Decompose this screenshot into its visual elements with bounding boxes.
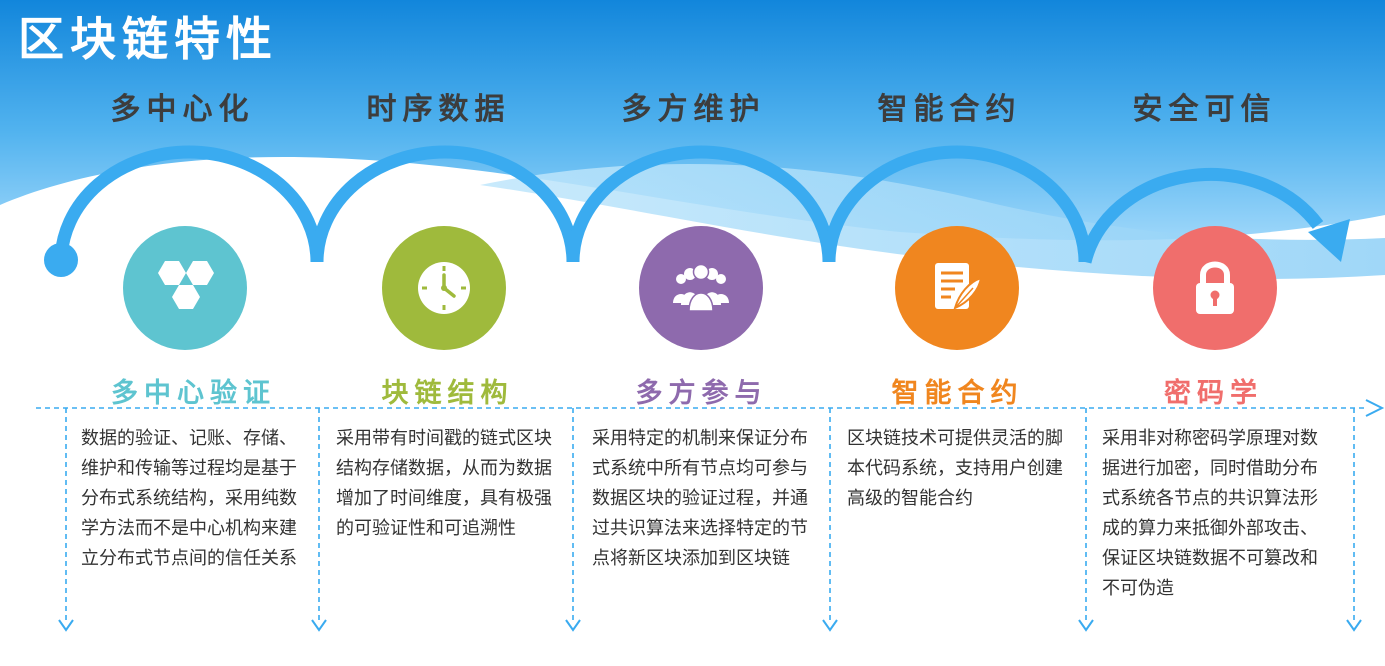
timeline-arc-1 [54, 145, 324, 263]
baseline-arrow-icon [1365, 399, 1385, 417]
header-wave-highlight [0, 167, 330, 235]
people-group-icon [673, 263, 729, 312]
timeline-arc-5 [1078, 167, 1324, 264]
feature-label-3: 多方维护 [621, 92, 766, 127]
header-wave [480, 163, 1385, 279]
item-description-2: 采用带有时间戳的链式区块结构存储数据，从而为数据增加了时间维度，具有极强的可验证… [336, 428, 552, 539]
item-icon-circle-4 [895, 226, 1019, 350]
item-title-3: 多方参与 [635, 378, 768, 409]
contract-quill-icon [935, 263, 983, 310]
item-icon-circle-1 [123, 226, 247, 350]
item-icon-circle-2 [382, 226, 506, 350]
feature-label-5: 安全可信 [1132, 92, 1277, 127]
padlock-icon [1196, 261, 1234, 314]
item-description-1: 数据的验证、记账、存储、维护和传输等过程均是基于分布式系统结构，采用纯数学方法而… [81, 428, 297, 569]
feature-label-2: 时序数据 [366, 92, 511, 127]
timeline-arrowhead [1308, 219, 1350, 262]
item-title-2: 块链结构 [381, 378, 514, 409]
timeline-arc-2 [310, 145, 580, 263]
separator-arrows [58, 619, 1362, 632]
item-title-5: 密码学 [1164, 378, 1263, 409]
timeline-arc-3 [566, 145, 836, 263]
item-title-4: 智能合约 [891, 378, 1024, 409]
item-description-4: 区块链技术可提供灵活的脚本代码系统，支持用户创建高级的智能合约 [847, 428, 1063, 509]
item-icon-circle-3 [639, 226, 763, 350]
hexagon-cluster-icon [158, 261, 214, 309]
feature-label-4: 智能合约 [877, 92, 1022, 127]
feature-label-1: 多中心化 [110, 92, 255, 127]
item-title-1: 多中心验证 [111, 378, 276, 409]
item-icon-circle-5 [1153, 226, 1277, 350]
item-description-5: 采用非对称密码学原理对数据进行加密，同时借助分布式系统各节点的共识算法形成的算力… [1102, 428, 1318, 599]
item-description-3: 采用特定的机制来保证分布式系统中所有节点均可参与数据区块的验证过程，并通过共识算… [592, 428, 808, 569]
clock-icon [418, 262, 470, 314]
timeline-start-dot [44, 243, 78, 277]
page-title: 区块链特性 [18, 12, 278, 66]
timeline-arc-4 [822, 145, 1092, 263]
timeline-arcs [54, 145, 1324, 264]
